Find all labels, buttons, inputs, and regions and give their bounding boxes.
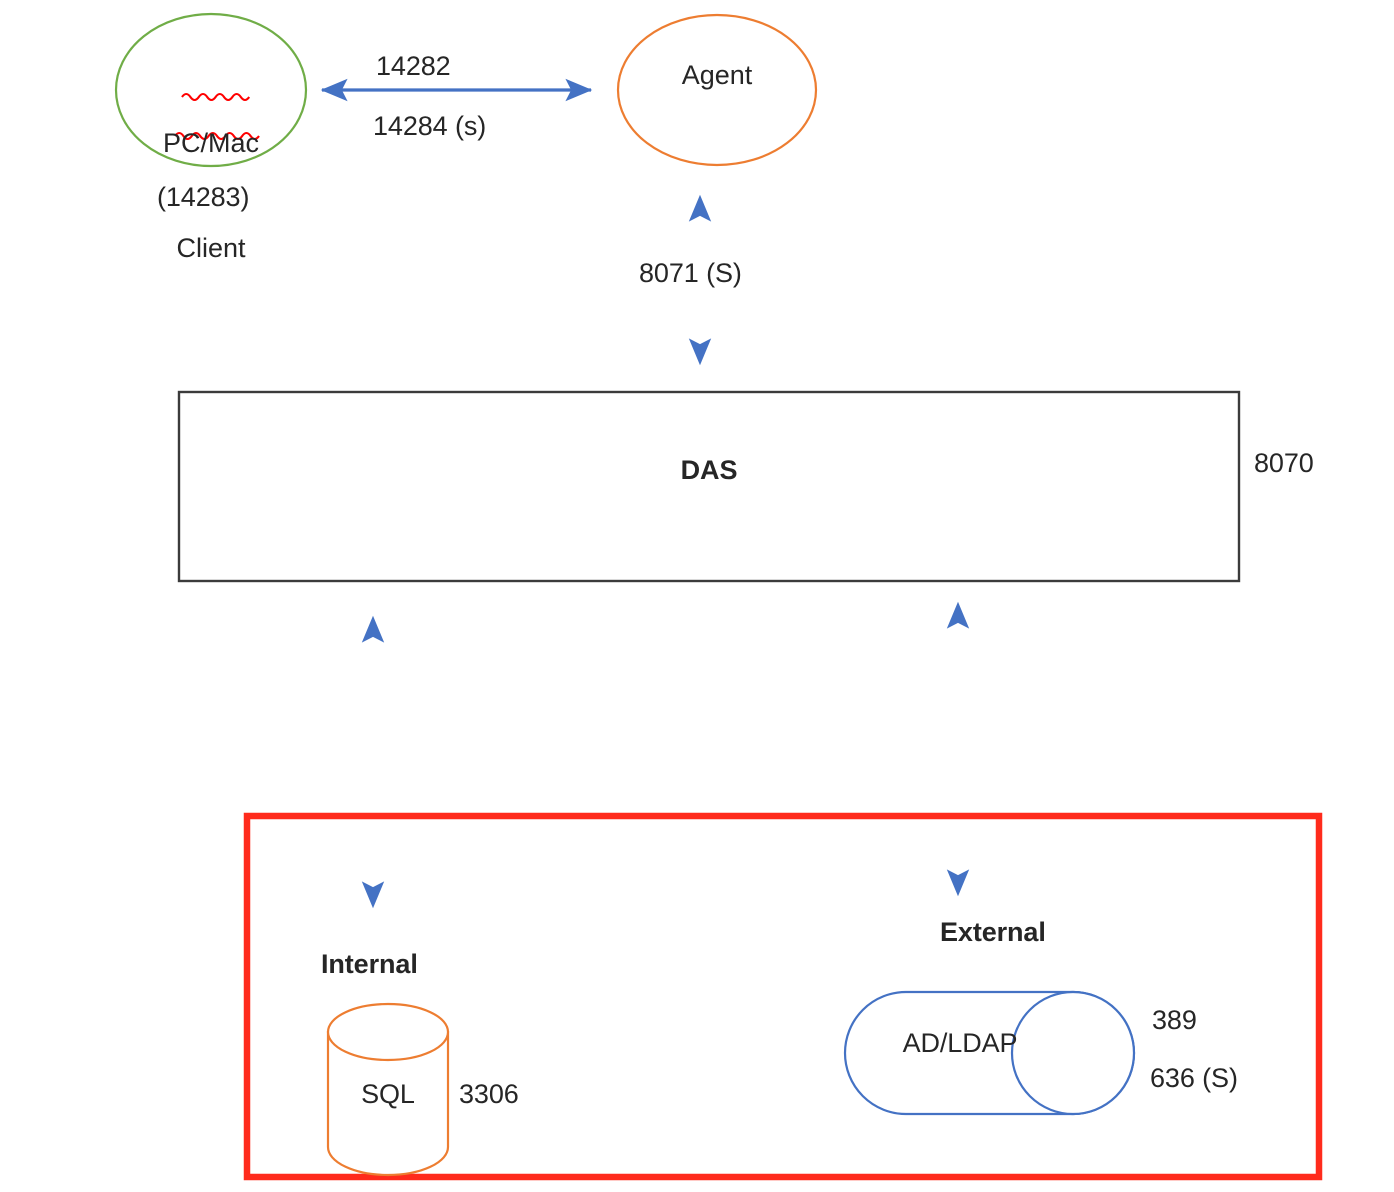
sql-cylinder-shape (326, 1002, 450, 1177)
das-port-label: 8070 (1254, 448, 1314, 478)
client-extra-port-label: (14283) (157, 182, 250, 212)
das-box-shape (177, 390, 1241, 583)
internal-zone-label: Internal (321, 949, 418, 979)
agent-ellipse-shape (616, 13, 818, 167)
client-node-label: PC/Mac Client (116, 56, 306, 337)
ldap-cylinder-shape (843, 990, 1136, 1116)
agent-node-label: Agent (681, 60, 753, 90)
client-agent-port-bottom-label: 14284 (s) (373, 111, 487, 141)
ldap-node-label: AD/LDAP (902, 1028, 1018, 1058)
client-node-label-line1: PC/Mac (162, 128, 260, 159)
spellcheck-underline-client (174, 131, 260, 141)
ldap-port-primary-label: 389 (1152, 1005, 1197, 1035)
external-zone-label: External (940, 917, 1046, 947)
sql-port-label: 3306 (459, 1079, 519, 1109)
zone-boundary-box (243, 812, 1323, 1181)
das-box-label: DAS (680, 455, 738, 485)
client-node-label-line2: Client (176, 233, 246, 264)
spellcheck-underline-group (174, 92, 260, 141)
spellcheck-underline-pcmac (181, 92, 251, 102)
agent-das-port-label: 8071 (S) (639, 258, 742, 288)
client-agent-port-top-label: 14282 (376, 51, 451, 81)
client-ellipse-shape (114, 12, 308, 168)
ldap-port-secure-label: 636 (S) (1150, 1063, 1238, 1093)
sql-node-label: SQL (361, 1079, 415, 1109)
